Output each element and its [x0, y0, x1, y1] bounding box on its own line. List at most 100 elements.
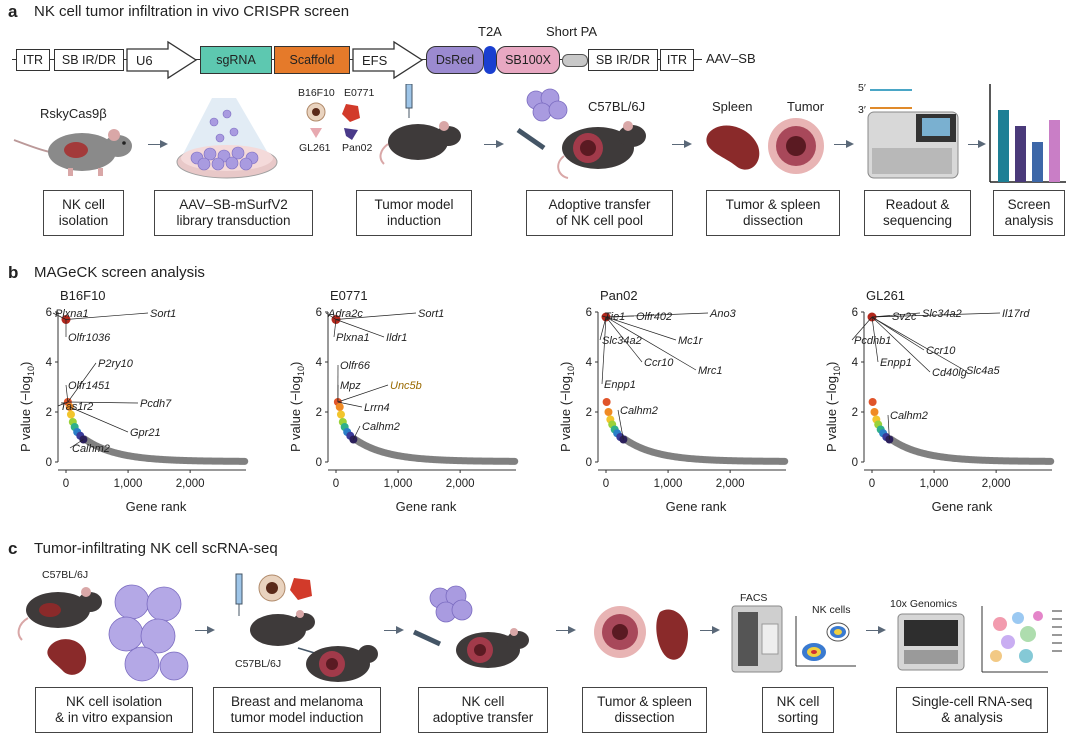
step-c-scrnaseq-line2: & analysis [941, 710, 1003, 725]
panel-a-title: NK cell tumor infiltration in vivo CRISP… [34, 3, 350, 20]
gene-label-leader [333, 319, 337, 338]
y-tick-label: 0 [852, 457, 858, 469]
gene-label-leader [605, 316, 643, 363]
cell-line-e0771: E0771 [344, 87, 375, 99]
gene-label: Gpr21 [130, 427, 161, 439]
gene-label: Cd40lg [932, 367, 968, 379]
step-a-dissection-line2: dissection [742, 213, 804, 228]
cell-line-pan02: Pan02 [342, 142, 373, 154]
gene-label: Enpp1 [880, 357, 912, 369]
gene-label: Olfr66 [340, 360, 371, 372]
gene-label-leader [601, 316, 607, 385]
step-a-screen-line2: analysis [1004, 213, 1054, 228]
step-c-transfer-line1: NK cell [461, 694, 505, 709]
step-a-nk-isolation-line2: isolation [58, 213, 109, 228]
x-tick-label: 0 [333, 478, 339, 490]
gene-label: Slc34a2 [922, 308, 962, 320]
umap-plot-icon [981, 606, 1062, 673]
tumor-cells-icon [306, 102, 360, 140]
construct-u6-arrow [126, 40, 198, 80]
top-gene-point [602, 398, 611, 406]
y-tick-label: 2 [852, 407, 858, 419]
gene-label: Mrc1 [698, 365, 722, 377]
gene-label-leader [337, 401, 363, 408]
construct-t2a [484, 46, 496, 74]
construct-short-pa [562, 54, 588, 67]
gene-label: Ildr1 [386, 332, 407, 344]
rsky-strain-label: RskyCas9β [40, 106, 107, 121]
host-strain-label-a: C57BL/6J [588, 99, 646, 114]
step-c-tumor-line1: Breast and melanoma [230, 694, 364, 709]
construct-dsred: DsRed [426, 46, 484, 74]
top-gene-point [885, 435, 894, 444]
y-axis-label: P value (−log10) [558, 362, 576, 452]
construct-u6-label: U6 [136, 53, 153, 68]
gene-label: Calhm2 [72, 443, 110, 455]
y-tick-label: 2 [46, 407, 52, 419]
construct-scaffold: Scaffold [274, 46, 350, 74]
construct-itr-right: ITR [660, 49, 694, 71]
x-tick-label: 2,000 [982, 478, 1011, 490]
facs-label: FACS [740, 592, 768, 604]
gene-label-leader [871, 316, 965, 371]
top-gene-point [870, 408, 879, 416]
cell-line-gl261: GL261 [299, 142, 331, 154]
step-c-dissection-line1: Tumor & spleen [597, 694, 692, 709]
adoptive-transfer-mouse-icon [516, 88, 646, 179]
screen-analysis-bars [989, 84, 1066, 183]
step-a-tumor-line1: Tumor model [374, 197, 454, 212]
gene-label-leader [337, 384, 389, 403]
seq-5prime: 5′ [858, 82, 866, 94]
gene-label-leader [57, 401, 68, 407]
gene-label: Calhm2 [890, 410, 928, 422]
gene-label: Pcdh7 [140, 398, 172, 410]
step-a-library-line1: AAV–SB-mSurfV2 [179, 197, 288, 212]
x-tick-label: 0 [603, 478, 609, 490]
gene-points-tail [81, 435, 249, 465]
gene-label: Olfr1451 [68, 380, 110, 392]
gene-label: Ccr10 [644, 357, 674, 369]
gene-label: Unc5b [390, 380, 422, 392]
step-c-scrnaseq: Single-cell RNA-seq& analysis [896, 687, 1048, 733]
tumor-induction-c-icon [235, 573, 378, 682]
x-tick-label: 1,000 [114, 478, 143, 490]
y-axis-label: P value (−log10) [288, 362, 306, 452]
arrow-c2 [384, 625, 404, 634]
gene-label: Plxna1 [55, 308, 89, 320]
gene-label: Slc34a2 [602, 335, 642, 347]
construct-efs-label: EFS [362, 53, 388, 68]
facs-plot-icon [795, 616, 856, 667]
panel-c-title: Tumor-infiltrating NK cell scRNA-seq [34, 540, 278, 557]
arrow-c3 [556, 625, 576, 634]
panel-a-letter: a [8, 2, 18, 21]
spleen-label: Spleen [712, 99, 753, 114]
y-tick-label: 4 [586, 357, 593, 369]
gene-label-leader [871, 316, 931, 373]
step-a-dissection-line1: Tumor & spleen [725, 197, 821, 212]
y-tick-label: 6 [586, 307, 592, 319]
gene-label-leader [851, 316, 873, 341]
x-tick-label: 1,000 [384, 478, 413, 490]
step-c-transfer-line2: adoptive transfer [432, 710, 534, 725]
step-a-tumor-line2: induction [386, 213, 442, 228]
construct-efs-arrow [352, 40, 424, 80]
facs-machine-icon [731, 605, 783, 673]
panel-c-letter: c [8, 539, 18, 558]
screen-analysis-bar [1015, 126, 1026, 182]
gene-label-leader [353, 425, 361, 440]
x-tick-label: 1,000 [920, 478, 949, 490]
gene-label-leader [335, 319, 385, 338]
construct-sb-irdr-left: SB IR/DR [54, 49, 124, 71]
gene-label-leader [617, 409, 624, 440]
construct-sgrna: sgRNA [200, 46, 272, 74]
nk-transfer-c-icon [412, 585, 529, 668]
nk-cells-label: NK cells [812, 604, 851, 616]
strain-label-c2: C57BL/6J [235, 658, 282, 670]
